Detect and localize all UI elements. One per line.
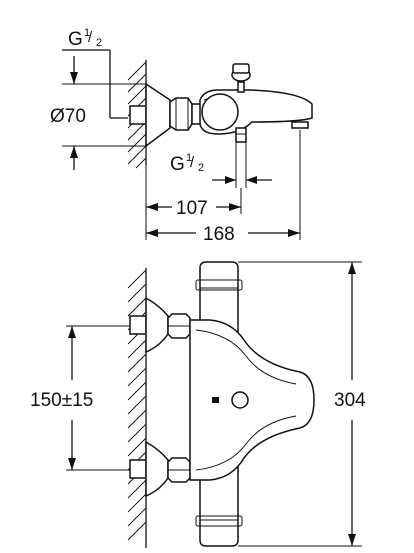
lower-wall-pipe	[129, 459, 147, 479]
wall-pipe-top	[129, 105, 147, 125]
total-height-label: 304	[334, 390, 366, 411]
indicator-marker	[212, 397, 219, 403]
total-depth-label: 168	[203, 224, 235, 245]
diameter-label: Ø70	[50, 106, 86, 127]
diverter-knob-top	[231, 63, 251, 93]
outlet-thread-label-num: 1	[186, 152, 192, 164]
spout-body-front	[189, 319, 315, 481]
inlet-spacing-label: 150±15	[30, 390, 93, 411]
inlet-thread-label-slash: /	[88, 29, 93, 46]
upper-escutcheon	[145, 296, 169, 354]
inlet-thread-label-base: G	[68, 29, 83, 50]
side-view: G 1 / 2 Ø70 G 1 / 2 107	[50, 27, 313, 245]
hex-nut-top	[169, 97, 193, 131]
escutcheon-top	[145, 82, 171, 148]
shower-outlet-top	[235, 127, 247, 143]
spout-outlet-top	[291, 121, 309, 129]
inlet-thread-label-num: 1	[84, 27, 90, 39]
upper-wall-pipe	[129, 315, 147, 335]
diverter-button-front	[231, 391, 249, 409]
lower-escutcheon	[145, 440, 169, 498]
inlet-thread-label-den: 2	[96, 37, 102, 49]
front-view: 150±15 304	[30, 261, 366, 548]
wall-hatching-front	[127, 268, 147, 548]
outlet-thread-label-slash: /	[190, 154, 195, 171]
cartridge-top	[201, 93, 239, 131]
outlet-thread-label-den: 2	[198, 162, 204, 174]
depth-to-outlet-label: 107	[176, 198, 208, 219]
outlet-thread-label-base: G	[170, 154, 185, 175]
